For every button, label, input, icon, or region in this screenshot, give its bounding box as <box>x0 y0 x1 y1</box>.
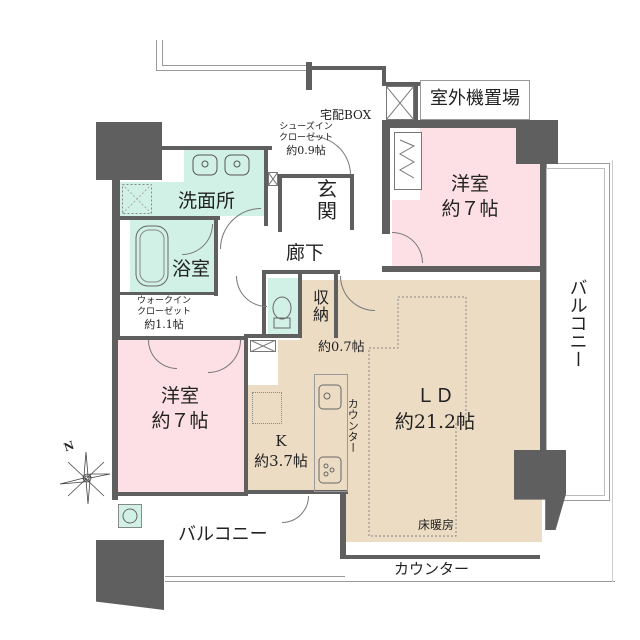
washroom-label: 洗面所 <box>178 190 236 212</box>
ld-name: ＬＤ <box>415 385 454 407</box>
balcony-east-rail <box>612 160 613 582</box>
wall-entrance-west <box>278 174 282 232</box>
western-room-south-size: 約７帖 <box>151 409 209 432</box>
outdoor-unit-area <box>420 80 530 120</box>
pipe-space-x-mark-2 <box>250 340 276 352</box>
wall-bath-north <box>120 216 220 220</box>
hallway-label: 廊下 <box>286 242 325 264</box>
outdoor-unit-label: 室外機置場 <box>430 88 520 109</box>
wall-east-lower <box>540 272 546 452</box>
kitchen-room <box>248 385 346 490</box>
compass-rose-icon <box>59 451 111 505</box>
wall-outdoor-unit-east <box>414 82 418 124</box>
door-swing-wic[interactable] <box>236 276 267 307</box>
wall-toilet-south <box>244 334 302 338</box>
washing-machine-area-icon <box>122 184 152 214</box>
kitchen-label: K 約3.7帖 <box>248 432 314 471</box>
wall-east-upper <box>540 160 546 270</box>
wall-storage-east <box>334 272 338 338</box>
floor-heating-boundary <box>368 296 467 537</box>
balcony-east-inner <box>546 168 605 496</box>
ld-counter-label: カウンター <box>394 560 470 578</box>
bathtub-icon <box>135 225 169 287</box>
wall-north-room-west <box>382 124 390 234</box>
sink-icon-2 <box>224 154 250 176</box>
walk-in-closet-name-2: クローゼット <box>136 306 191 317</box>
balcony-east-label: バルコニー <box>566 278 588 368</box>
wall-entry-north <box>310 66 382 70</box>
wall-north-room-south <box>382 266 546 272</box>
wall-entrance-east <box>350 174 354 230</box>
wall-entry-east-step <box>382 66 386 86</box>
ld-label: ＬＤ 約21.2帖 <box>380 384 490 435</box>
western-room-north-size: 約７帖 <box>441 197 499 220</box>
shoes-closet-name-1: シューズイン <box>279 122 333 132</box>
outdoor-unit-x-mark <box>386 86 414 120</box>
pipe-space-x-mark-1 <box>268 172 278 186</box>
storage-label: 収納 <box>312 288 329 324</box>
living-dining-room <box>346 280 542 542</box>
wall-column-northwest <box>96 122 162 180</box>
walk-in-closet-size: 約1.1帖 <box>144 317 184 331</box>
wall-ld-south <box>340 555 540 559</box>
wall-ld-west-lower <box>340 490 346 558</box>
corridor-outline-vertical <box>156 40 157 70</box>
wall-kitchen-south <box>248 490 348 494</box>
sink-icon-1 <box>192 154 218 176</box>
corridor-outline-horizontal <box>156 70 306 71</box>
wall-toilet-east <box>298 272 302 338</box>
wall-north-room-top <box>382 120 542 128</box>
wall-entrance-north <box>278 174 352 178</box>
western-room-north-label: 洋室 約７帖 <box>420 172 520 221</box>
shoes-closet-name-2: クローゼット <box>278 132 333 143</box>
wall-entry-top <box>306 62 312 90</box>
appliance-space <box>252 392 282 424</box>
kitchen-name: K <box>275 432 287 450</box>
kitchen-counter <box>314 374 348 492</box>
wall-column-southwest <box>96 540 164 610</box>
wall-west-upper <box>112 150 120 340</box>
corridor-outline-horizontal-inner <box>162 65 306 66</box>
closet-shelf-icon <box>394 132 422 190</box>
storage-size-label: 約0.7帖 <box>318 340 365 355</box>
ld-size: 約21.2帖 <box>394 410 476 433</box>
western-room-north-name: 洋室 <box>450 173 489 195</box>
wall-column-northeast <box>516 120 558 164</box>
wall-outdoor-unit-west <box>382 82 422 86</box>
balcony-south-rail-1 <box>165 576 345 577</box>
corridor-outline-vertical-inner <box>162 40 163 66</box>
walk-in-closet-name-1: ウォークイン <box>136 296 191 306</box>
kitchen-size: 約3.7帖 <box>254 451 308 470</box>
shoes-closet-size: 約0.9帖 <box>286 143 326 157</box>
kitchen-room-upper <box>278 340 346 390</box>
shoes-closet-label: シューズイン クローゼット 約0.9帖 <box>274 122 338 157</box>
floor-heating-label: 床暖房 <box>418 518 455 532</box>
wall-south-room-east <box>244 334 248 496</box>
wall-bath-east <box>214 216 218 296</box>
wall-washroom-east <box>264 146 268 226</box>
balcony-south-label: バルコニー <box>178 524 268 545</box>
wall-south-room-south <box>116 492 248 496</box>
bathroom-label: 浴室 <box>172 258 211 280</box>
wall-bath-south <box>118 292 218 295</box>
wall-south-room-north <box>116 336 248 340</box>
balcony-drain-icon <box>118 504 142 528</box>
delivery-box-label: 宅配BOX <box>320 108 372 122</box>
wall-west-lower <box>112 340 118 500</box>
stove-icon <box>318 456 342 484</box>
toilet-icon <box>272 296 292 329</box>
balcony-south-rail-2 <box>165 581 615 582</box>
living-dining-room-upper-left <box>300 280 350 340</box>
western-room-south-label: 洋室 約７帖 <box>130 384 230 433</box>
western-room-south-name: 洋室 <box>160 385 199 407</box>
walk-in-closet-label: ウォークイン クローゼット 約1.1帖 <box>132 296 196 331</box>
wall-north-washroom <box>160 146 272 150</box>
entrance-label: 玄関 <box>317 177 337 223</box>
washroom-vanity <box>184 148 264 216</box>
kitchen-sink-icon <box>318 384 342 410</box>
kitchen-counter-label: カウンター <box>346 398 360 453</box>
